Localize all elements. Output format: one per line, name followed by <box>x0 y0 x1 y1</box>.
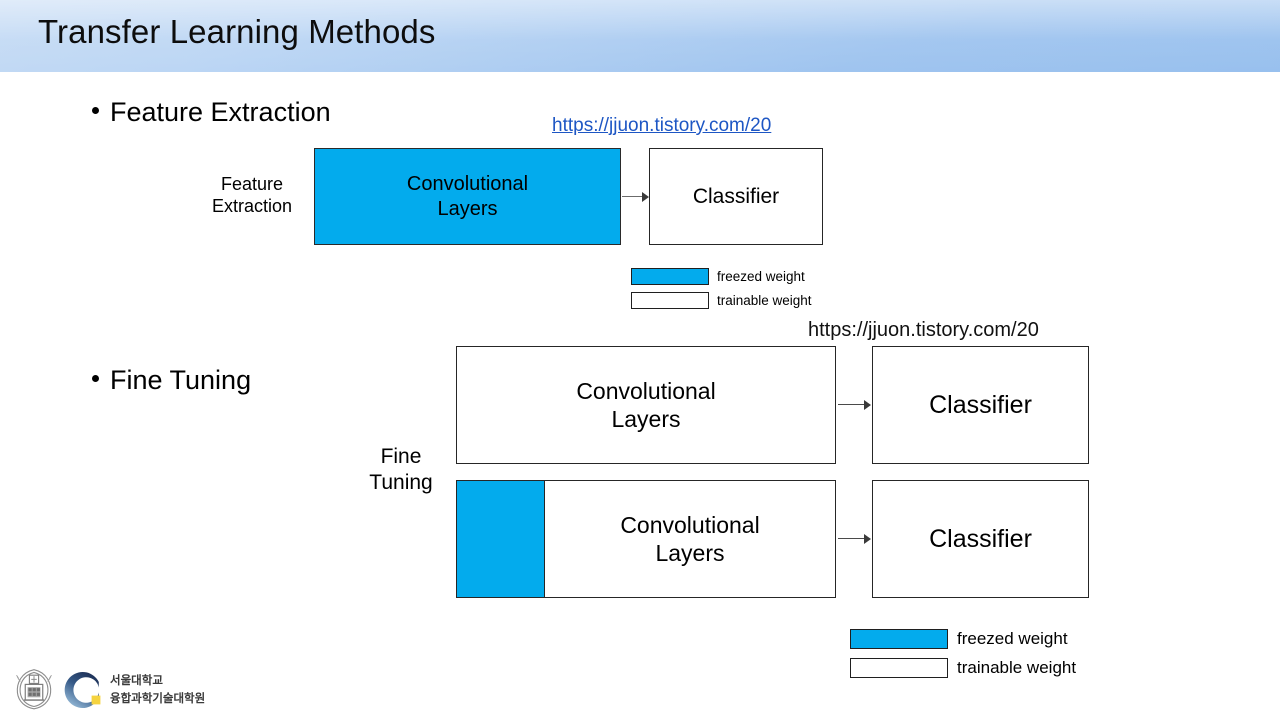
bullet-dot-icon <box>92 375 99 382</box>
bullet-fine-tuning: Fine Tuning <box>92 365 251 396</box>
bullet-dot-icon <box>92 107 99 114</box>
classifier-box-label: Classifier <box>929 524 1032 553</box>
title-band-highlight <box>0 0 1280 72</box>
label-feature-extraction-side: Feature Extraction <box>211 174 293 217</box>
conv-layers-box-label: Convolutional Layers <box>406 173 529 220</box>
legend-swatch-trainable-icon <box>631 292 709 309</box>
arrow-conv-to-classifier-top <box>622 192 649 202</box>
bullet-feature-extraction: Feature Extraction <box>92 97 331 128</box>
legend-label-freezed-bottom: freezed weight <box>957 629 1068 648</box>
legend-label-trainable-top: trainable weight <box>717 293 812 308</box>
snu-emblem-icon <box>16 669 52 710</box>
footer-org-line2: 융합과학기술대학원 <box>110 690 206 705</box>
legend-swatch-trainable-icon <box>850 658 948 678</box>
conv-layers-box-label: Convolutional Layers <box>620 511 760 566</box>
page-title: Transfer Learning Methods <box>38 13 436 50</box>
frozen-region-indicator <box>456 480 545 598</box>
arrow-conv-to-classifier-row1 <box>838 400 872 410</box>
legend-bottom: freezed weight trainable weight <box>850 629 1076 678</box>
conv-layers-box-frozen: Convolutional Layers <box>314 148 621 245</box>
classifier-box-label: Classifier <box>929 390 1032 419</box>
conv-layers-box-label: Convolutional Layers <box>576 377 716 432</box>
bullet-label-feature-extraction: Feature Extraction <box>110 97 331 127</box>
classifier-box-row2: Classifier <box>872 480 1089 598</box>
arrow-conv-to-classifier-row2 <box>838 534 872 544</box>
bullet-label-fine-tuning: Fine Tuning <box>110 365 252 395</box>
classifier-box-row1: Classifier <box>872 346 1089 464</box>
legend-top: freezed weight trainable weight <box>631 268 812 309</box>
source-url-bottom[interactable]: https://jjuon.tistory.com/20 <box>808 319 1039 341</box>
legend-swatch-freezed-icon <box>631 268 709 285</box>
classifier-box-label: Classifier <box>692 184 780 208</box>
title-band <box>0 0 1280 72</box>
legend-swatch-freezed-icon <box>850 629 948 649</box>
conv-layers-box-trainable: Convolutional Layers <box>456 346 836 464</box>
classifier-box-top: Classifier <box>649 148 823 245</box>
legend-item-freezed-bottom: freezed weight <box>850 629 1076 649</box>
footer-org-line1: 서울대학교 <box>110 673 163 687</box>
legend-item-freezed-top: freezed weight <box>631 268 812 285</box>
legend-label-freezed-top: freezed weight <box>717 269 805 284</box>
legend-item-trainable-top: trainable weight <box>631 292 812 309</box>
legend-label-trainable-bottom: trainable weight <box>957 658 1077 677</box>
label-fine-tuning-side: Fine Tuning <box>369 445 433 495</box>
source-url-top[interactable]: https://jjuon.tistory.com/20 <box>552 115 772 136</box>
c-logo-icon <box>64 672 101 708</box>
legend-item-trainable-bottom: trainable weight <box>850 658 1076 678</box>
